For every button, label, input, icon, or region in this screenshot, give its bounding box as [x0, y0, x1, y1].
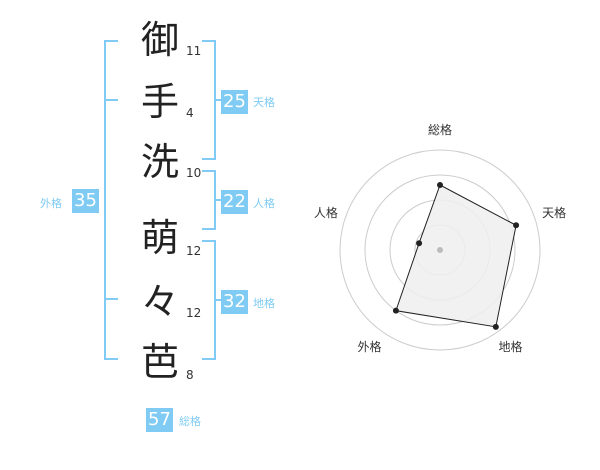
gaikaku-label: 外格: [40, 197, 62, 210]
stroke-count-1: 11: [186, 44, 202, 58]
radar-point: [437, 182, 443, 188]
gaikaku-bracket-tick: [104, 99, 118, 101]
radar-series-area: [395, 184, 517, 328]
chikaku-label: 地格: [253, 297, 275, 310]
tenkaku-bracket-tick: [216, 99, 222, 101]
gaikaku-badge: 35: [72, 189, 99, 213]
name-char-4: 萌: [140, 216, 179, 260]
tenkaku-badge: 25: [221, 90, 248, 114]
radar-ring: [339, 149, 541, 351]
name-char-5: 々: [140, 280, 179, 324]
radar-axis-label: 外格: [357, 339, 381, 354]
gaikaku-bracket-tick: [104, 298, 118, 300]
stroke-count-6: 8: [186, 368, 194, 382]
chikaku-bracket: [202, 240, 216, 360]
name-char-3: 洗: [140, 140, 179, 184]
radar-points: [392, 182, 520, 330]
soukaku-label: 総格: [179, 415, 201, 428]
stroke-count-5: 12: [186, 306, 202, 320]
name-char-2: 手: [140, 80, 179, 124]
radar-axis-label: 人格: [314, 205, 338, 220]
radar-axis-label: 総格: [428, 122, 452, 137]
radar-point: [513, 222, 520, 229]
stroke-count-3: 10: [186, 166, 202, 180]
radar-ring: [364, 174, 516, 326]
tenkaku-label: 天格: [253, 96, 275, 109]
name-char-1: 御: [140, 18, 179, 62]
radar-point: [416, 240, 423, 247]
radar-point: [392, 307, 399, 314]
tenkaku-bracket: [202, 40, 216, 160]
soukaku-badge: 57: [146, 408, 173, 432]
stroke-count-2: 4: [186, 106, 194, 120]
chikaku-bracket-tick: [216, 299, 222, 301]
radar-axis-label: 天格: [542, 205, 566, 220]
radar-point: [492, 323, 499, 330]
jinkaku-bracket: [202, 170, 216, 230]
gaikaku-bracket: [104, 40, 118, 360]
name-char-6: 芭: [140, 340, 179, 384]
radar-axis-label: 地格: [499, 339, 523, 354]
chikaku-badge: 32: [221, 290, 248, 314]
jinkaku-label: 人格: [253, 197, 275, 210]
jinkaku-bracket-tick: [216, 199, 222, 201]
stroke-count-4: 12: [186, 244, 202, 258]
radar-center-dot: [437, 247, 443, 253]
jinkaku-badge: 22: [221, 190, 248, 214]
